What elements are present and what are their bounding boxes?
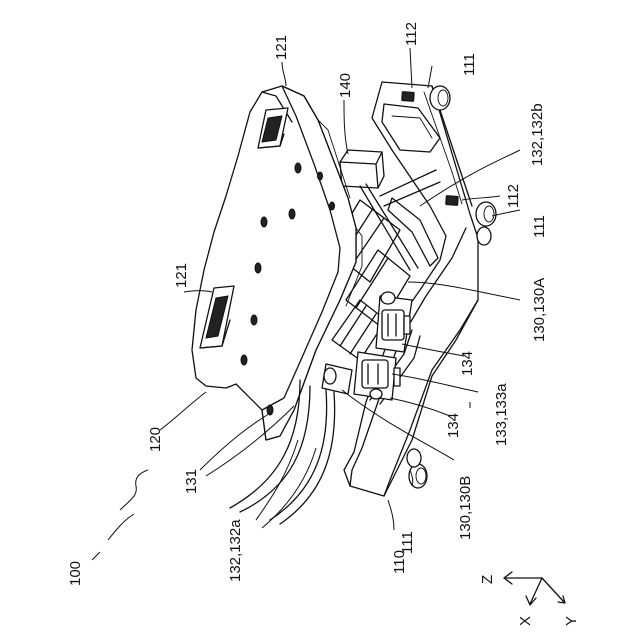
label-130-130A: 130,130A	[531, 278, 548, 342]
label-133-133a: 133,133a	[493, 383, 510, 446]
label-132-132a: 132,132a	[227, 519, 244, 582]
label-112-top: 112	[403, 22, 420, 46]
label-131: 131	[183, 469, 200, 494]
label-110: 110	[391, 550, 408, 574]
label-111-top: 111	[461, 53, 478, 76]
axis-z-label: Z	[479, 575, 496, 584]
coordinate-axes	[504, 572, 565, 605]
label-111-mid: 111	[531, 215, 548, 238]
label-134-upper: 134	[459, 351, 476, 376]
label-121-bottom: 121	[173, 263, 190, 288]
label-120: 120	[147, 427, 164, 452]
axis-x-label: X	[517, 616, 534, 626]
label-100: 100	[67, 561, 84, 586]
label-121-top: 121	[273, 35, 290, 60]
axis-y-label: Y	[563, 616, 580, 626]
label-112-mid: 112	[505, 184, 522, 208]
label-134-lower: 134	[445, 413, 462, 438]
label-130-130B: 130,130B	[457, 476, 474, 540]
label-140: 140	[337, 73, 354, 98]
label-132-132b: 132,132b	[529, 103, 546, 166]
